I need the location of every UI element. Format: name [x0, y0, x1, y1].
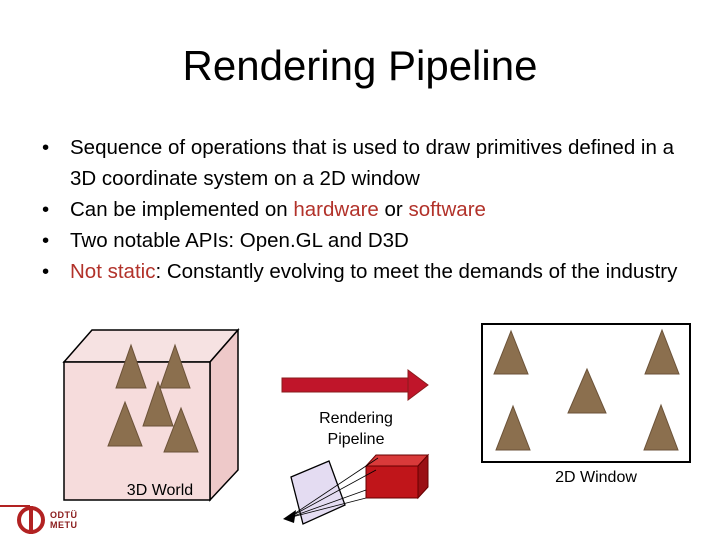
logo-line-1: ODTÜ — [50, 510, 78, 520]
bullet-item-2: • Can be implemented on hardware or softw… — [42, 194, 682, 225]
bullet-text: Two notable APIs: Open.GL and D3D — [70, 229, 409, 252]
triangle-icon — [644, 328, 680, 375]
world-box-top — [62, 329, 240, 363]
triangle-icon — [495, 404, 531, 451]
slide-title: Rendering Pipeline — [182, 42, 538, 89]
triangle-icon — [115, 343, 147, 389]
red-cube-top — [364, 454, 430, 467]
world-box — [62, 328, 240, 502]
bullet-text: : Constantly evolving to meet the demand… — [155, 260, 678, 283]
bullet-dot: • — [42, 229, 50, 252]
triangle-icon — [107, 400, 143, 447]
logo-line-2: METU — [50, 520, 78, 530]
bullet-dot: • — [42, 136, 50, 159]
bullet-dot: • — [42, 260, 50, 283]
eye-arrow-icon — [283, 510, 296, 523]
camera-view — [283, 453, 430, 525]
red-cube-front — [365, 465, 419, 499]
bullet-list: • Sequence of operations that is used to … — [42, 132, 682, 287]
bullet-item-4: • Not static: Constantly evolving to meet… — [42, 256, 682, 287]
triangle-icon — [643, 403, 679, 451]
bullet-highlight: Not static — [70, 260, 156, 283]
window-frame — [481, 323, 691, 463]
bullet-text: or — [378, 198, 409, 221]
world-label: 3D World — [126, 482, 194, 499]
bullet-item-1: • Sequence of operations that is used to … — [42, 132, 682, 194]
pipeline-arrow — [281, 369, 429, 401]
metu-logo — [17, 506, 45, 534]
triangle-icon — [142, 380, 174, 427]
triangle-icon — [567, 367, 607, 414]
bullet-dot: • — [42, 198, 50, 221]
triangle-icon — [163, 406, 199, 453]
triangle-icon — [493, 329, 529, 375]
bullet-item-3: • Two notable APIs: Open.GL and D3D — [42, 225, 682, 256]
image-plane — [290, 460, 346, 525]
bullet-highlight: software — [408, 198, 486, 221]
window-label: 2D Window — [555, 469, 637, 486]
arrow-label: Rendering Pipeline — [319, 410, 393, 448]
logo-text: ODTÜ METU — [50, 510, 78, 530]
bullet-highlight: hardware — [293, 198, 379, 221]
bullet-text: Sequence of operations that is used to d… — [70, 136, 674, 190]
triangle-icon — [159, 343, 191, 389]
bullet-text: Can be implemented on — [70, 198, 294, 221]
logo-bar — [0, 505, 30, 507]
